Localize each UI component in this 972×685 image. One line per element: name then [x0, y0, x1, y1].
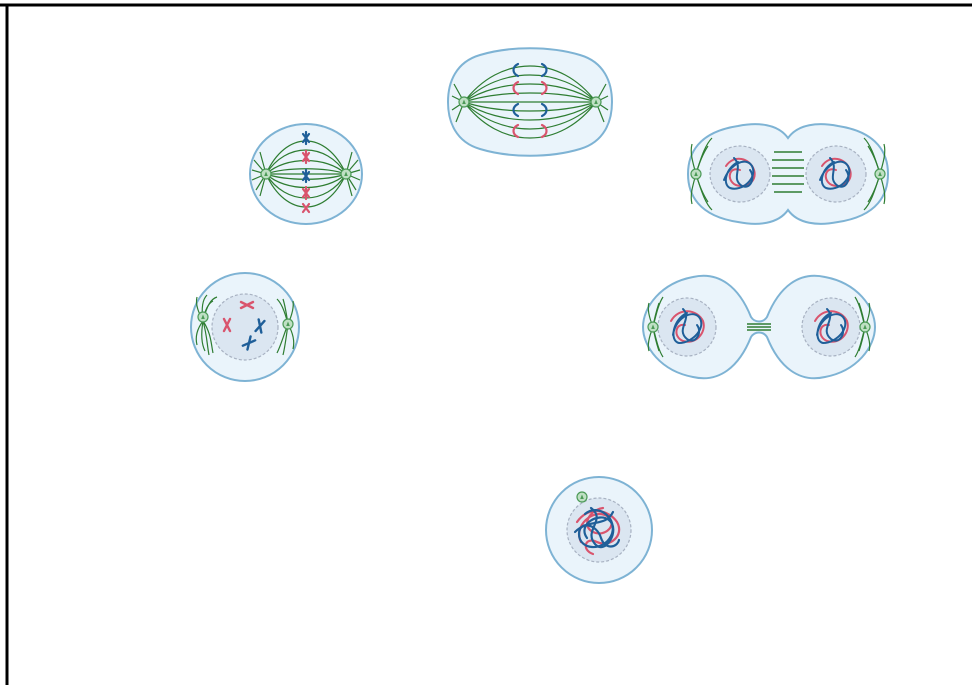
interphase-cell — [545, 476, 653, 584]
midbody-spindle-icon — [772, 151, 804, 193]
chromatin-icon — [573, 506, 621, 556]
chromatin-left-icon — [723, 157, 756, 190]
centrosome-right-icon — [340, 168, 352, 180]
centrosome-right-icon — [282, 318, 294, 330]
chromatin-left-icon — [670, 308, 705, 345]
telophase-cell — [686, 123, 890, 225]
centrosome-right-icon — [590, 96, 602, 108]
midbody-icon — [747, 323, 771, 331]
spindle-fibers-icon — [451, 65, 609, 139]
centrosome-right-icon — [859, 321, 871, 333]
metaphase-cell — [249, 123, 363, 225]
centrosome-icon — [576, 491, 588, 503]
centrosome-left-icon — [647, 321, 659, 333]
centrosome-right-icon — [874, 168, 886, 180]
centrosome-left-icon — [197, 311, 209, 323]
metaphase-plate-chromosomes-icon — [301, 130, 311, 214]
separating-chromatids-icon — [512, 62, 548, 139]
centrosome-left-icon — [458, 96, 470, 108]
chromatin-right-icon — [819, 157, 852, 190]
anaphase-cell — [446, 47, 614, 157]
cytokinesis-cell — [641, 274, 877, 380]
centrosome-left-icon — [690, 168, 702, 180]
centrosome-left-icon — [260, 168, 272, 180]
chromatin-right-icon — [814, 308, 849, 345]
prophase-cell — [190, 272, 300, 382]
